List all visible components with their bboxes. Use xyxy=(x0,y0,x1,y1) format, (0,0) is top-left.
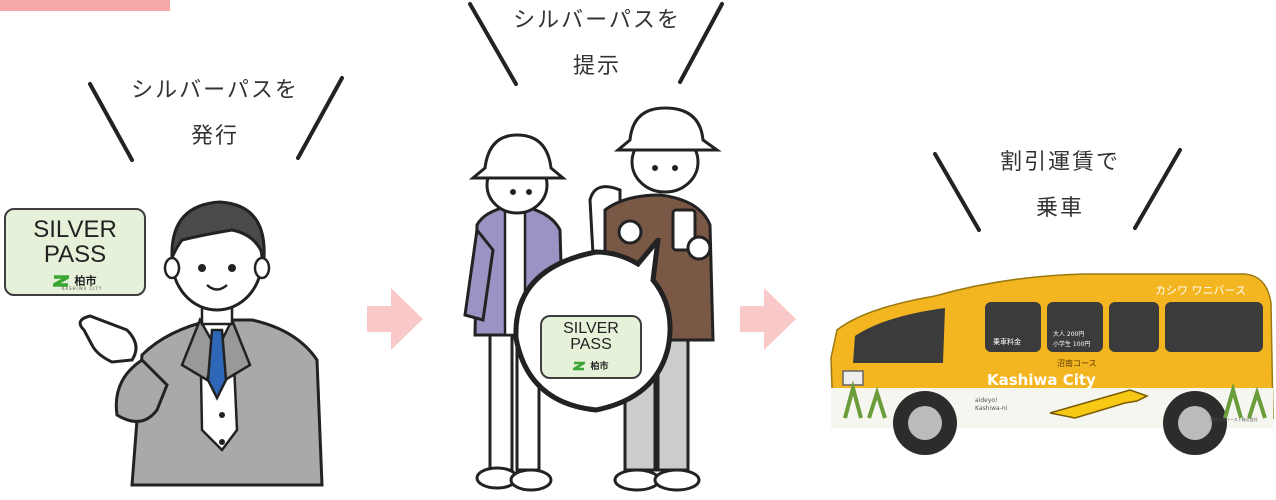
card-line1: SILVER xyxy=(33,216,117,243)
caption-step3-line2: 乗車 xyxy=(1035,196,1084,221)
card2-city: 柏市 xyxy=(590,362,609,372)
card2-city-row: 柏市 xyxy=(542,355,640,372)
bus-fare-child: 小学生 100円 xyxy=(1053,340,1090,348)
caption-lines-step1 xyxy=(88,76,344,162)
caption-lines-step2 xyxy=(468,2,724,86)
arrow-right-icon xyxy=(740,288,796,350)
caption-step2-line2: 提示 xyxy=(572,54,621,79)
caption-step3: 割引運賃で 乗車 xyxy=(955,140,1165,232)
bus-route: 沼南コース xyxy=(1057,358,1097,368)
bus-fare-adult: 大人 200円 xyxy=(1053,330,1084,338)
kashiwa-logo-icon xyxy=(47,274,76,287)
card-city: 柏市 xyxy=(74,274,97,288)
caption-step2-line1: シルバーパスを xyxy=(513,8,681,33)
bus-title: Kashiwa City xyxy=(987,371,1096,389)
bus-illustration: カシワ ワニバース 乗車料金 大人 200円 小学生 100円 沼南コース Ka… xyxy=(830,273,1274,455)
arrow-right-icon xyxy=(367,288,423,350)
card-city-sub: KASHIWA CITY xyxy=(61,286,103,291)
bus-fare-label: 乗車料金 xyxy=(993,337,1021,346)
bus-name-kana: カシワ ワニバース xyxy=(1155,284,1246,297)
bus-operator: 東武バスイースト株式会社 xyxy=(1210,416,1258,422)
header-accent-bar xyxy=(0,0,170,11)
caption-lines-step3 xyxy=(933,148,1182,232)
caption-step3-line1: 割引運賃で xyxy=(999,150,1120,175)
caption-step2: シルバーパスを 提示 xyxy=(492,0,702,90)
caption-step1-line1: シルバーパスを xyxy=(131,78,299,103)
caption-step1: シルバーパスを 発行 xyxy=(110,68,320,160)
kashiwa-logo-icon xyxy=(569,361,589,370)
card2-line2: PASS xyxy=(570,336,612,353)
bus-side-text-2: Kashiwa-ni xyxy=(975,405,1008,412)
bus-side-text-1: aideyo! xyxy=(975,397,997,404)
silver-pass-card: SILVER PASS 柏市 KASHIWA CITY xyxy=(4,208,146,296)
card2-line1: SILVER xyxy=(563,320,619,337)
card-city-row: 柏市 KASHIWA CITY xyxy=(6,270,144,291)
caption-step1-line2: 発行 xyxy=(190,124,239,149)
elderly-couple-illustration xyxy=(463,106,722,492)
staff-illustration xyxy=(78,200,324,487)
card-line2: PASS xyxy=(43,241,107,268)
silver-pass-card-shown: SILVER PASS 柏市 xyxy=(540,315,642,379)
